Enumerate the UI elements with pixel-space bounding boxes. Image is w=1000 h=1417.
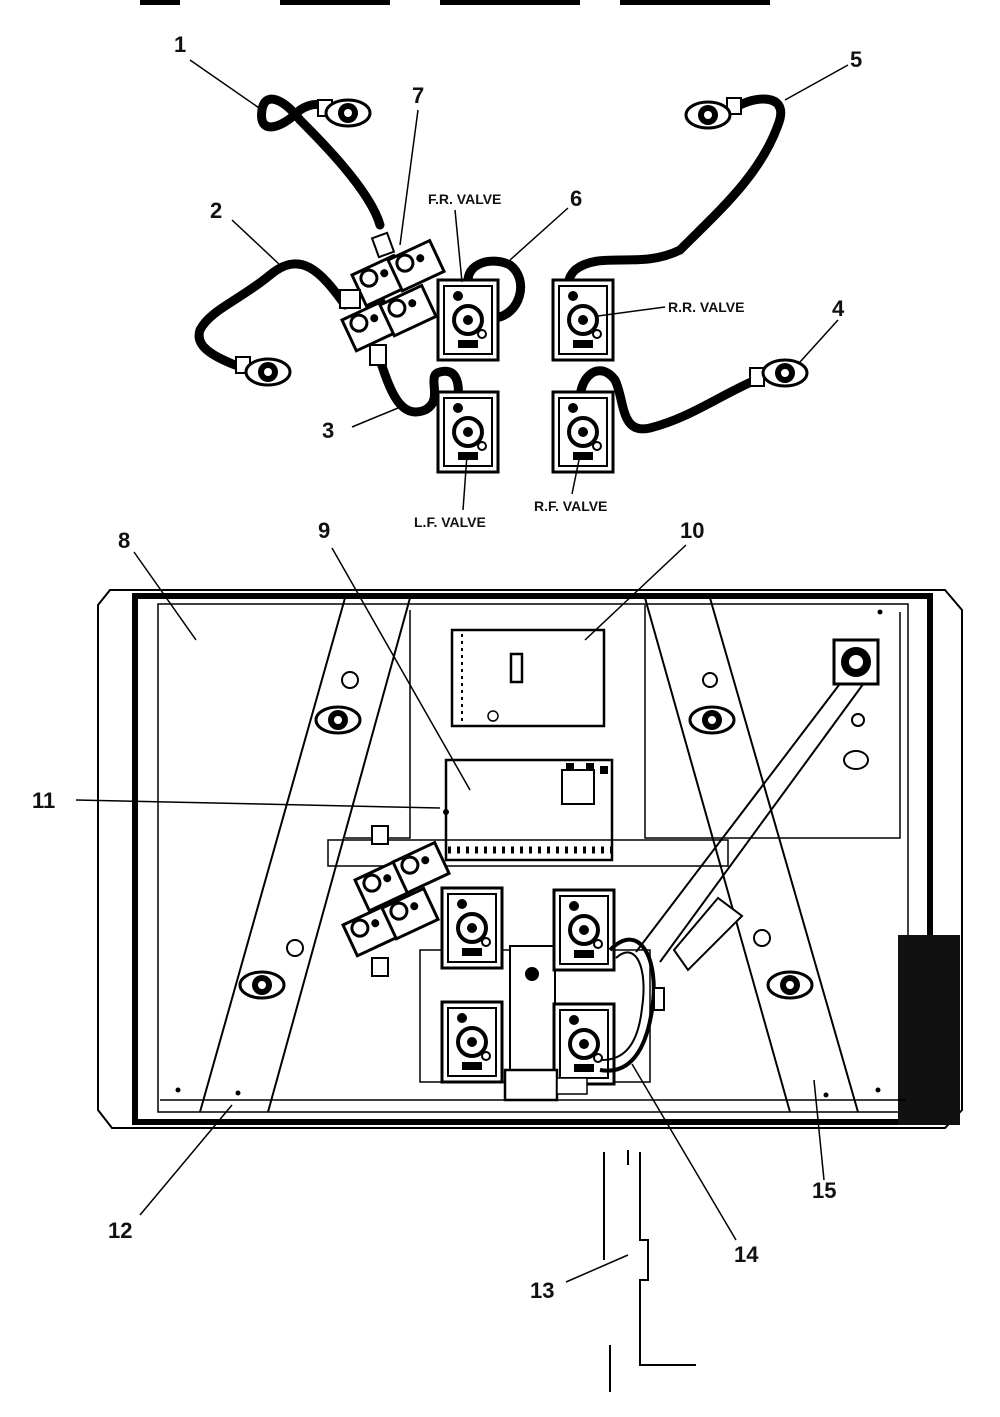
callout-14: 14	[734, 1242, 759, 1267]
callout-8: 8	[118, 528, 130, 553]
callout-12: 12	[108, 1218, 132, 1243]
harness-13	[603, 1150, 696, 1392]
fitting-1	[324, 98, 372, 128]
hose-3	[375, 355, 463, 417]
callout-11: 11	[32, 788, 55, 813]
hose-5-nut	[726, 97, 742, 115]
circuit-board-9	[443, 758, 614, 862]
label-rf-valve: R.F. VALVE	[534, 498, 607, 514]
callout-7: 7	[412, 83, 424, 108]
label-lf-valve: L.F. VALVE	[414, 514, 486, 530]
valve-lf	[436, 390, 500, 474]
label-rr-valve: R.R. VALVE	[668, 299, 745, 315]
hose-5	[563, 94, 786, 305]
control-box-10	[450, 628, 606, 728]
diagonal-hose	[635, 638, 880, 972]
callout-3: 3	[322, 418, 334, 443]
panel-fitting-left-upper	[314, 705, 362, 735]
assembly-solenoids	[341, 825, 451, 977]
callout-4: 4	[832, 296, 845, 321]
callout-9: 9	[318, 518, 330, 543]
callout-2: 2	[210, 198, 222, 223]
assembly-valve-lr	[440, 1000, 504, 1084]
valve-rr	[551, 278, 615, 362]
fitting-4	[761, 358, 809, 388]
assembly-valve-rf	[552, 888, 616, 972]
valve-rf	[551, 390, 615, 474]
u-tube-14	[599, 937, 656, 1073]
fitting-2	[244, 357, 292, 387]
callout-6: 6	[570, 186, 582, 211]
label-fr-valve: F.R. VALVE	[428, 191, 501, 207]
hose-2	[194, 259, 350, 370]
callout-13: 13	[530, 1278, 554, 1303]
stipple-region	[898, 935, 960, 1125]
solenoid-block-7	[339, 231, 446, 366]
callout-1: 1	[174, 32, 186, 57]
hose-1	[257, 94, 385, 230]
relay-block	[503, 1068, 559, 1102]
assembly-valve-lf	[440, 886, 504, 970]
fitting-5	[684, 100, 732, 130]
callout-10: 10	[680, 518, 704, 543]
hose-4	[575, 366, 765, 434]
panel-fitting-left-lower	[238, 970, 286, 1000]
panel-fitting-right-upper	[688, 705, 736, 735]
top-edge-marks	[140, 0, 770, 5]
valve-fr	[436, 278, 500, 362]
callout-5: 5	[850, 47, 862, 72]
callout-15: 15	[812, 1178, 836, 1203]
panel-fitting-right-lower	[766, 970, 814, 1000]
